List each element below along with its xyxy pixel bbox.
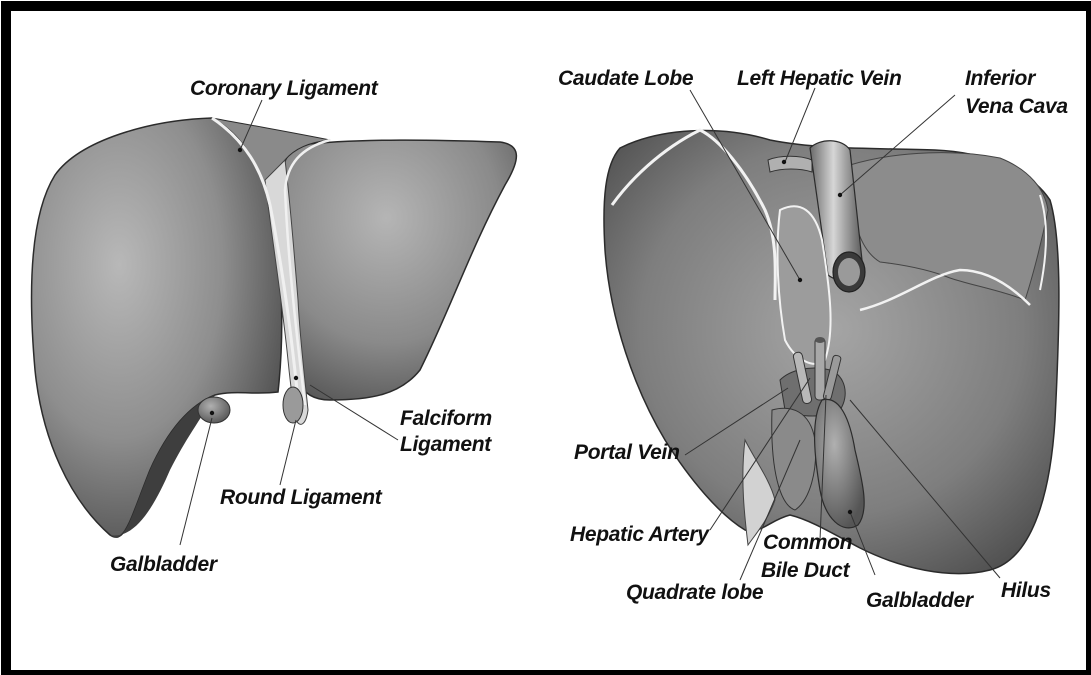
label-portal-vein: Portal Vein <box>574 440 680 465</box>
label-falciform-ligament-line2: Ligament <box>400 432 491 457</box>
label-caudate-lobe: Caudate Lobe <box>558 66 693 91</box>
label-galbladder-right: Galbladder <box>866 588 973 613</box>
gallbladder-tip <box>198 397 230 423</box>
label-inferior-vena-cava-line2: Vena Cava <box>965 94 1068 119</box>
label-falciform-ligament-line1: Falciform <box>400 406 492 431</box>
liver-posterior-view <box>604 130 1059 574</box>
label-left-hepatic-vein: Left Hepatic Vein <box>737 66 902 91</box>
label-galbladder-left: Galbladder <box>110 552 217 577</box>
label-common-bile-duct-line1: Common <box>763 530 852 555</box>
label-hilus: Hilus <box>1001 578 1051 603</box>
liver-anterior-view <box>32 118 517 537</box>
label-common-bile-duct-line2: Bile Duct <box>761 558 849 583</box>
round-ligament-stub <box>283 387 303 423</box>
label-hepatic-artery: Hepatic Artery <box>570 522 709 547</box>
liver-left-lobe <box>280 140 516 400</box>
label-inferior-vena-cava-line1: Inferior <box>965 66 1035 91</box>
label-coronary-ligament: Coronary Ligament <box>190 76 377 101</box>
label-round-ligament: Round Ligament <box>220 485 381 510</box>
label-quadrate-lobe: Quadrate lobe <box>626 580 763 605</box>
